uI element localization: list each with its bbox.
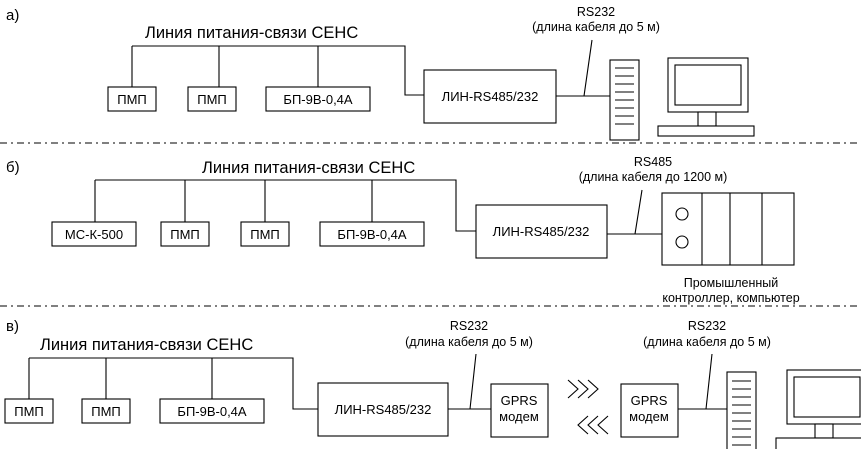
section-a-line-title: Линия питания-связи СЕНС [145,24,358,42]
section-b-controller-icon [661,192,795,266]
section-c-power-supply [159,398,265,424]
section-b-controller-caption-1: Промышленный [684,276,779,290]
section-a-device-1-label: ПМП [117,92,147,107]
section-c-device-1-label: ПМП [14,404,44,419]
section-c-cable-1-line [448,353,491,410]
section-a-device-1 [107,86,157,112]
section-c-marker: в) [6,318,19,335]
section-c-modem-1 [490,383,549,438]
section-a-cable-label: (длина кабеля до 5 м) [532,20,660,34]
section-a-device-drops [131,46,319,87]
section-a-converter-label: ЛИН-RS485/232 [442,89,539,104]
section-c-cable-2-line [678,353,727,410]
section-b-converter [475,204,608,259]
section-a-device-2 [187,86,237,112]
section-c-converter-label: ЛИН-RS485/232 [335,402,432,417]
section-c: в) Линия питания-связи СЕНС ПМП ПМП БП-9… [4,318,861,449]
section-b-power-supply-label: БП-9В-0,4А [337,227,407,242]
section-c-pc-tower-vents [732,380,751,446]
section-c-modem-1-line1: GPRS [501,393,538,408]
section-b-line-title: Линия питания-связи СЕНС [202,159,415,177]
section-b-interface-label: RS485 [634,155,672,169]
section-c-device-drops [28,358,213,399]
section-b-cable-line [607,189,662,235]
section-a-bus-line [132,45,430,96]
section-b-device-3-label: ПМП [250,227,280,242]
section-b-marker: б) [6,159,20,176]
section-a-cable-line [556,39,610,97]
wireless-signal-icon [567,379,609,435]
section-b: б) Линия питания-связи СЕНС МС-К-500 ПМП… [6,155,800,305]
section-b-device-3 [240,221,290,247]
section-c-modem-2-line1: GPRS [631,393,668,408]
section-b-controller-caption-2: контроллер, компьютер [662,291,799,305]
section-a-pc-tower-vents [615,67,634,125]
section-c-device-2-label: ПМП [91,404,121,419]
section-a-interface-label: RS232 [577,5,615,19]
section-b-power-supply [319,221,425,247]
section-b-device-drops [94,180,373,222]
section-c-power-supply-label: БП-9В-0,4А [177,404,247,419]
section-c-converter [317,382,449,437]
section-c-cable-2-label: (длина кабеля до 5 м) [643,335,771,349]
section-a-power-supply [265,86,371,112]
section-b-bus-line [95,179,482,232]
section-b-cable-label: (длина кабеля до 1200 м) [579,170,728,184]
section-c-bus-line [29,357,318,410]
section-c-device-1 [4,398,54,424]
section-c-modem-2 [620,383,679,438]
section-c-cable-1-label: (длина кабеля до 5 м) [405,335,533,349]
section-a-marker: а) [6,7,19,24]
section-a-monitor-icon [657,57,755,137]
section-b-device-2-label: ПМП [170,227,200,242]
section-c-modem-1-line2: модем [499,409,539,424]
section-b-converter-label: ЛИН-RS485/232 [493,224,590,239]
section-c-monitor-icon [775,369,861,449]
section-c-pc-tower-icon [726,371,757,449]
section-a-device-2-label: ПМП [197,92,227,107]
section-a-power-supply-label: БП-9В-0,4А [283,92,353,107]
section-c-device-2 [81,398,131,424]
section-b-device-1 [51,221,137,247]
section-a: а) Линия питания-связи СЕНС ПМП ПМП БП-9… [6,5,755,141]
section-b-device-1-label: МС-К-500 [65,227,123,242]
section-b-device-2 [160,221,210,247]
section-c-interface-2-label: RS232 [688,319,726,333]
section-c-interface-1-label: RS232 [450,319,488,333]
section-c-modem-2-line2: модем [629,409,669,424]
section-c-line-title: Линия питания-связи СЕНС [40,336,253,354]
